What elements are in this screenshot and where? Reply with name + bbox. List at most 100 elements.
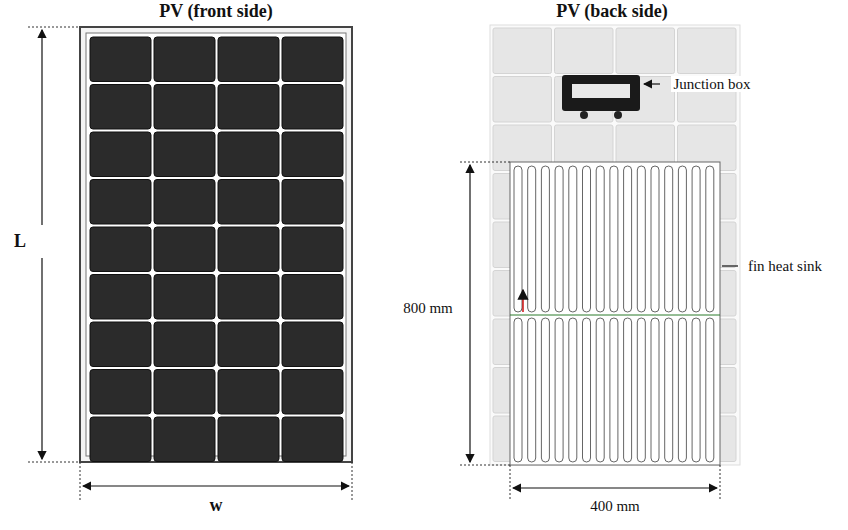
part-label: fin heat sink	[746, 258, 824, 275]
fin	[514, 318, 522, 462]
solar-cell	[154, 180, 215, 225]
dimension-line	[513, 487, 717, 488]
leader-line	[722, 265, 738, 266]
fin	[555, 166, 563, 312]
solar-cell	[282, 417, 343, 462]
dimension-label: L	[12, 232, 28, 252]
solar-cell	[282, 132, 343, 177]
solar-cell	[282, 37, 343, 82]
front-frame	[80, 27, 352, 462]
extension-line	[28, 27, 80, 28]
front-inner-frame	[86, 33, 346, 456]
extension-line	[510, 465, 511, 500]
solar-cell	[90, 370, 151, 415]
back-cells	[493, 28, 736, 462]
extension-line	[352, 462, 353, 500]
fin	[706, 166, 714, 312]
solar-cell	[218, 417, 279, 462]
fin	[528, 318, 536, 462]
fin	[610, 166, 618, 312]
fin	[706, 318, 714, 462]
fin	[637, 166, 645, 312]
solar-cell	[282, 322, 343, 367]
fin	[514, 166, 522, 312]
fin	[624, 318, 632, 462]
dimension-label: w	[208, 496, 225, 516]
fin	[541, 166, 549, 312]
fin	[528, 166, 536, 312]
cell-back	[616, 28, 675, 74]
solar-cell	[282, 180, 343, 225]
fin	[692, 166, 700, 312]
cell-back	[493, 28, 552, 74]
extension-line	[28, 462, 80, 463]
dimension-line	[41, 258, 42, 459]
solar-cell	[154, 322, 215, 367]
fin	[583, 166, 591, 312]
fin	[651, 166, 659, 312]
solar-cell	[90, 322, 151, 367]
solar-cell	[90, 227, 151, 272]
solar-cell	[218, 180, 279, 225]
solar-cell	[90, 417, 151, 462]
solar-cell	[218, 275, 279, 320]
axis-arrow	[522, 290, 523, 312]
junction-box	[562, 75, 640, 111]
solar-cell	[218, 37, 279, 82]
fin	[569, 166, 577, 312]
extension-line	[80, 462, 81, 500]
junction-box-plate	[572, 84, 630, 98]
solar-cell	[282, 275, 343, 320]
solar-cell	[282, 227, 343, 272]
connector	[580, 111, 588, 119]
fin	[692, 318, 700, 462]
connector	[614, 111, 622, 119]
solar-cell	[154, 417, 215, 462]
solar-cell	[282, 85, 343, 130]
solar-cell	[154, 132, 215, 177]
fin	[596, 166, 604, 312]
fin	[678, 166, 686, 312]
solar-cell	[90, 85, 151, 130]
solar-cell	[90, 132, 151, 177]
fin	[569, 318, 577, 462]
extension-line	[460, 465, 510, 466]
solar-cell	[90, 37, 151, 82]
fin	[651, 318, 659, 462]
fin-heat-sink	[510, 162, 720, 465]
dimension-label: 800 mm	[401, 300, 455, 317]
leader-line	[644, 83, 660, 84]
fin	[610, 318, 618, 462]
fin	[665, 166, 673, 312]
dimension-line	[469, 165, 470, 462]
solar-cell	[218, 322, 279, 367]
solar-cell	[154, 37, 215, 82]
panel-title: PV (back side)	[554, 2, 670, 22]
cell-back	[555, 28, 614, 74]
fin	[541, 318, 549, 462]
solar-cell	[90, 275, 151, 320]
cell-back	[678, 28, 737, 74]
fin	[637, 318, 645, 462]
extension-line	[720, 465, 721, 500]
solar-cell	[154, 370, 215, 415]
solar-cell	[218, 370, 279, 415]
cell-back	[493, 77, 552, 123]
solar-cell	[218, 227, 279, 272]
front-cells	[90, 37, 343, 462]
fin	[624, 166, 632, 312]
part-label: Junction box	[671, 76, 752, 93]
solar-cell	[282, 370, 343, 415]
solar-cell	[218, 85, 279, 130]
fin	[596, 318, 604, 462]
fin	[678, 318, 686, 462]
panel-title: PV (front side)	[157, 2, 274, 22]
dimension-line	[83, 485, 349, 486]
solar-cell	[154, 275, 215, 320]
extension-line	[460, 162, 510, 163]
fin	[555, 318, 563, 462]
solar-cell	[154, 227, 215, 272]
dimension-line	[41, 30, 42, 225]
dimension-label: 400 mm	[588, 498, 642, 515]
